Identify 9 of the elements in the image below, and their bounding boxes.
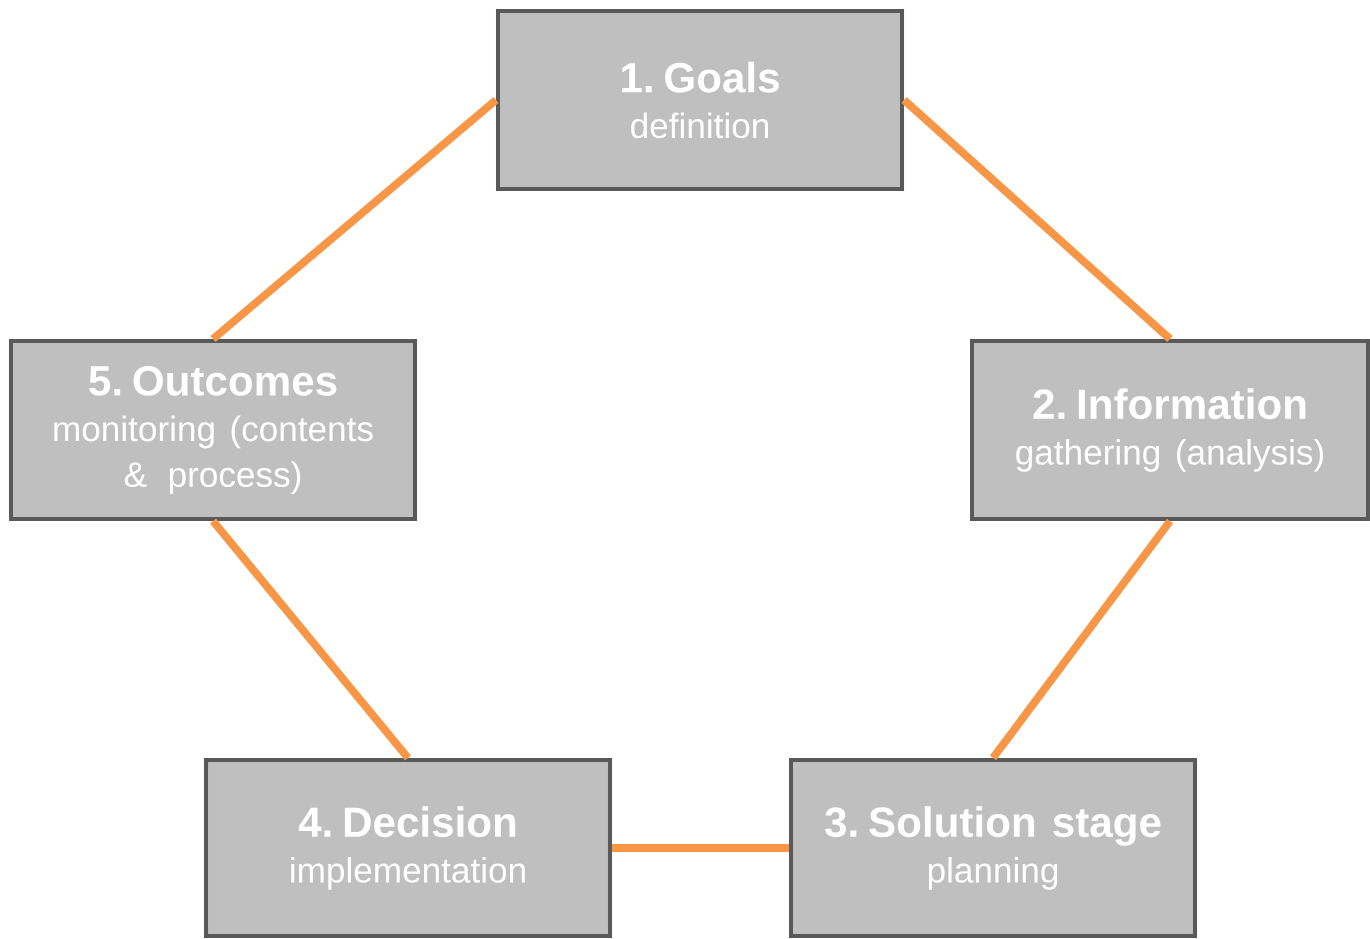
connector-line — [210, 96, 499, 342]
process-box: 2. Information gathering (analysis) — [970, 339, 1370, 521]
process-box: 4. Decision implementation — [204, 758, 613, 938]
connector-line — [901, 97, 1173, 342]
process-box: 3. Solution stage planning — [789, 758, 1198, 938]
process-box: 1. Goals definition — [496, 9, 905, 191]
connector-line — [209, 518, 412, 761]
process-box: 5. Outcomes monitoring (contents & process) — [9, 339, 418, 521]
connector-line — [989, 518, 1174, 761]
